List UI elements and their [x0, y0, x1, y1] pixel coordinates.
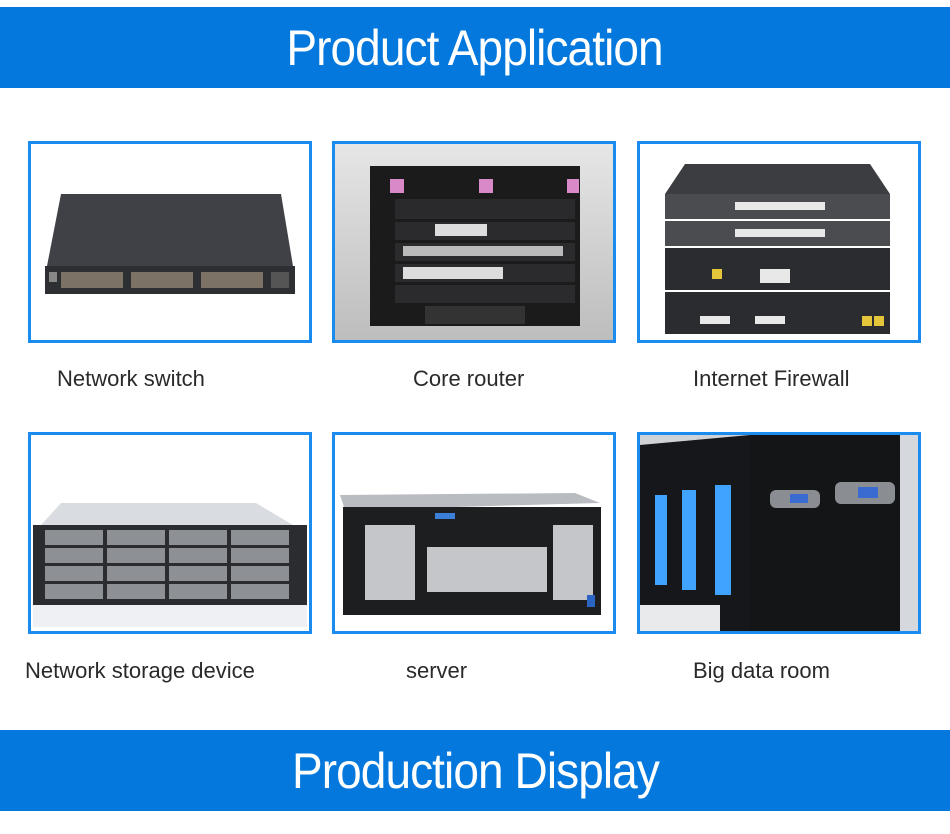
product-card-server[interactable]	[332, 432, 616, 634]
production-display-banner: Production Display	[0, 730, 950, 811]
product-card-internet-firewall[interactable]	[637, 141, 921, 343]
core-router-image	[370, 166, 580, 326]
data-room-image	[640, 435, 918, 631]
product-application-banner: Product Application	[0, 7, 950, 88]
caption-internet-firewall: Internet Firewall	[693, 366, 850, 391]
caption-core-router: Core router	[413, 366, 525, 391]
product-card-core-router[interactable]	[332, 141, 616, 343]
product-card-network-storage[interactable]	[28, 432, 312, 634]
caption-network-storage: Network storage device	[25, 658, 255, 683]
caption-server: server	[406, 658, 468, 683]
production-display-title: Production Display	[291, 742, 660, 799]
caption-big-data-room: Big data room	[693, 658, 830, 683]
product-application-title: Product Application	[286, 19, 664, 76]
firewall-image	[665, 164, 890, 334]
network-switch-image	[45, 194, 295, 294]
product-card-network-switch[interactable]	[28, 141, 312, 343]
caption-network-switch: Network switch	[57, 366, 205, 391]
server-image	[340, 493, 601, 615]
storage-device-image	[33, 503, 307, 627]
product-card-big-data-room[interactable]	[637, 432, 921, 634]
